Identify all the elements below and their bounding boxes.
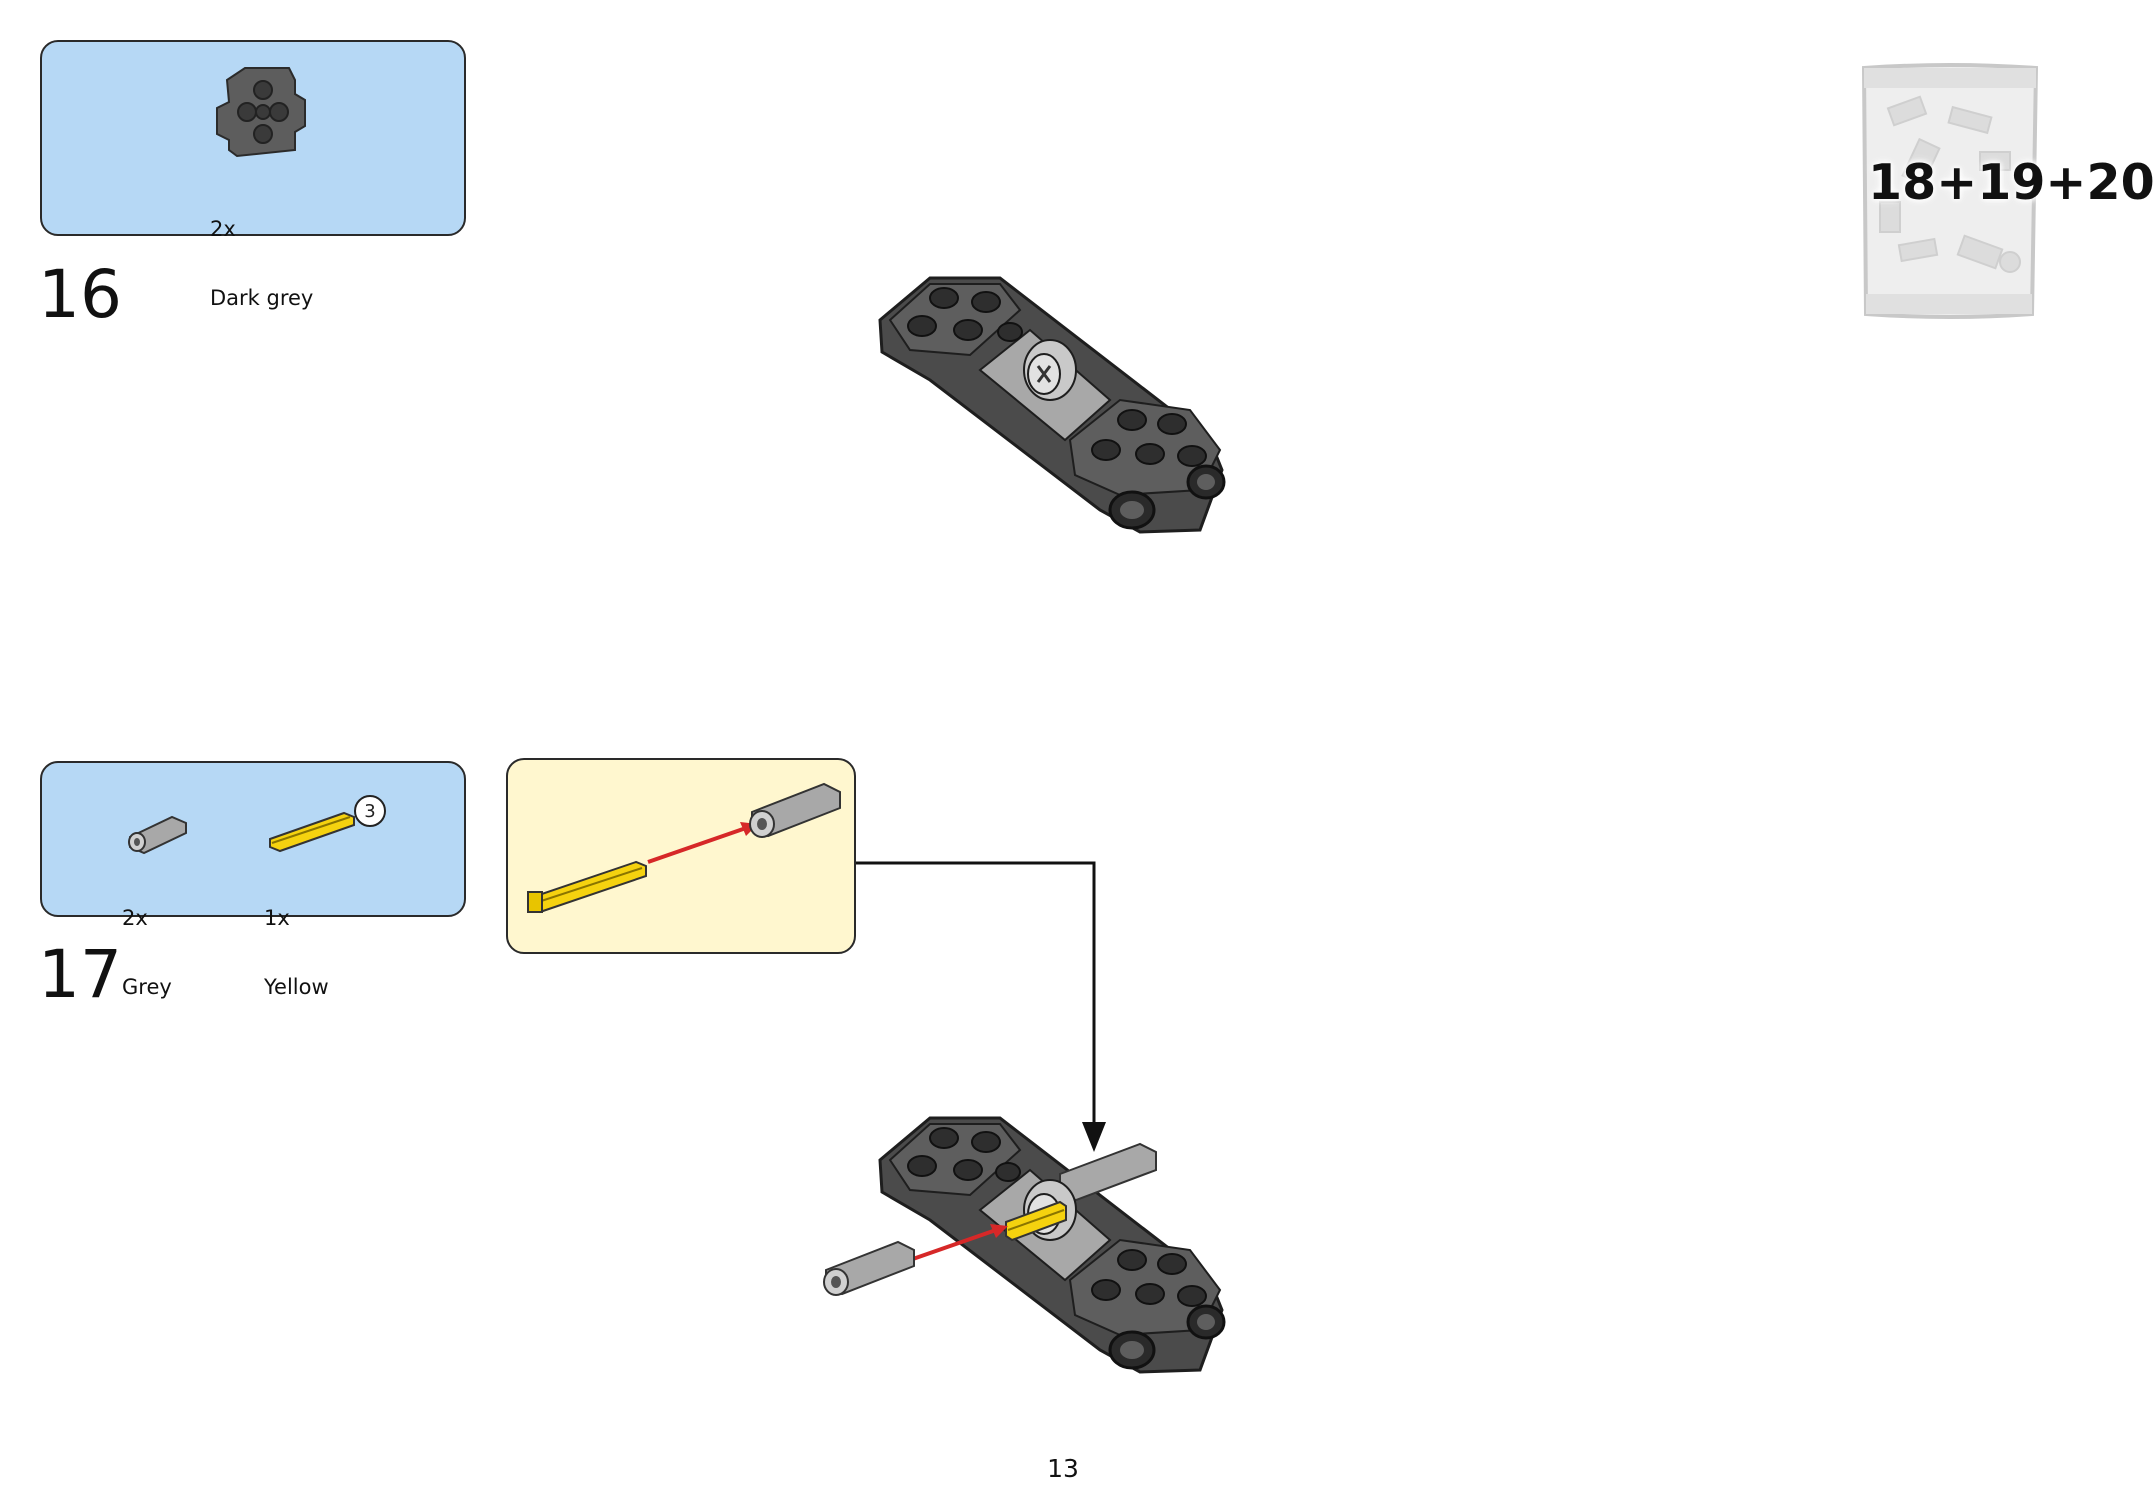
assembly-step-17	[823, 1116, 1226, 1374]
parts-list-step-16: 2x Dark grey	[40, 40, 466, 310]
sub-assembly-callout	[506, 758, 856, 954]
bag-number-label: 18+19+20	[1868, 154, 2155, 211]
callout-pointer-arrow	[856, 861, 1106, 1152]
part-label: 2x Dark grey	[210, 172, 313, 356]
part-color: Dark grey	[210, 286, 314, 310]
part-quantity: 2x	[122, 906, 148, 930]
step-number: 17	[38, 936, 122, 1013]
part-label: 2x Grey	[122, 861, 172, 1045]
sub-assembly-illustration	[527, 782, 841, 914]
grey-axle-connector-icon	[128, 815, 187, 855]
step-number: 16	[38, 256, 122, 333]
yellow-axle-icon	[269, 811, 355, 853]
parts-bag-icon	[1861, 63, 2039, 319]
axle-length-text: 3	[364, 801, 375, 822]
parts-list-step-17: 3 2x Grey 1x Yellow	[40, 761, 466, 999]
part-color: Yellow	[264, 975, 329, 999]
axle-length-badge: 3	[354, 795, 386, 827]
assembly-step-16	[878, 276, 1226, 534]
part-quantity: 2x	[210, 217, 236, 241]
part-label: 1x Yellow	[264, 861, 329, 1045]
page-number: 13	[1047, 1454, 1079, 1483]
part-quantity: 1x	[264, 906, 290, 930]
dark-grey-connector-icon	[216, 67, 306, 158]
part-color: Grey	[122, 975, 172, 999]
